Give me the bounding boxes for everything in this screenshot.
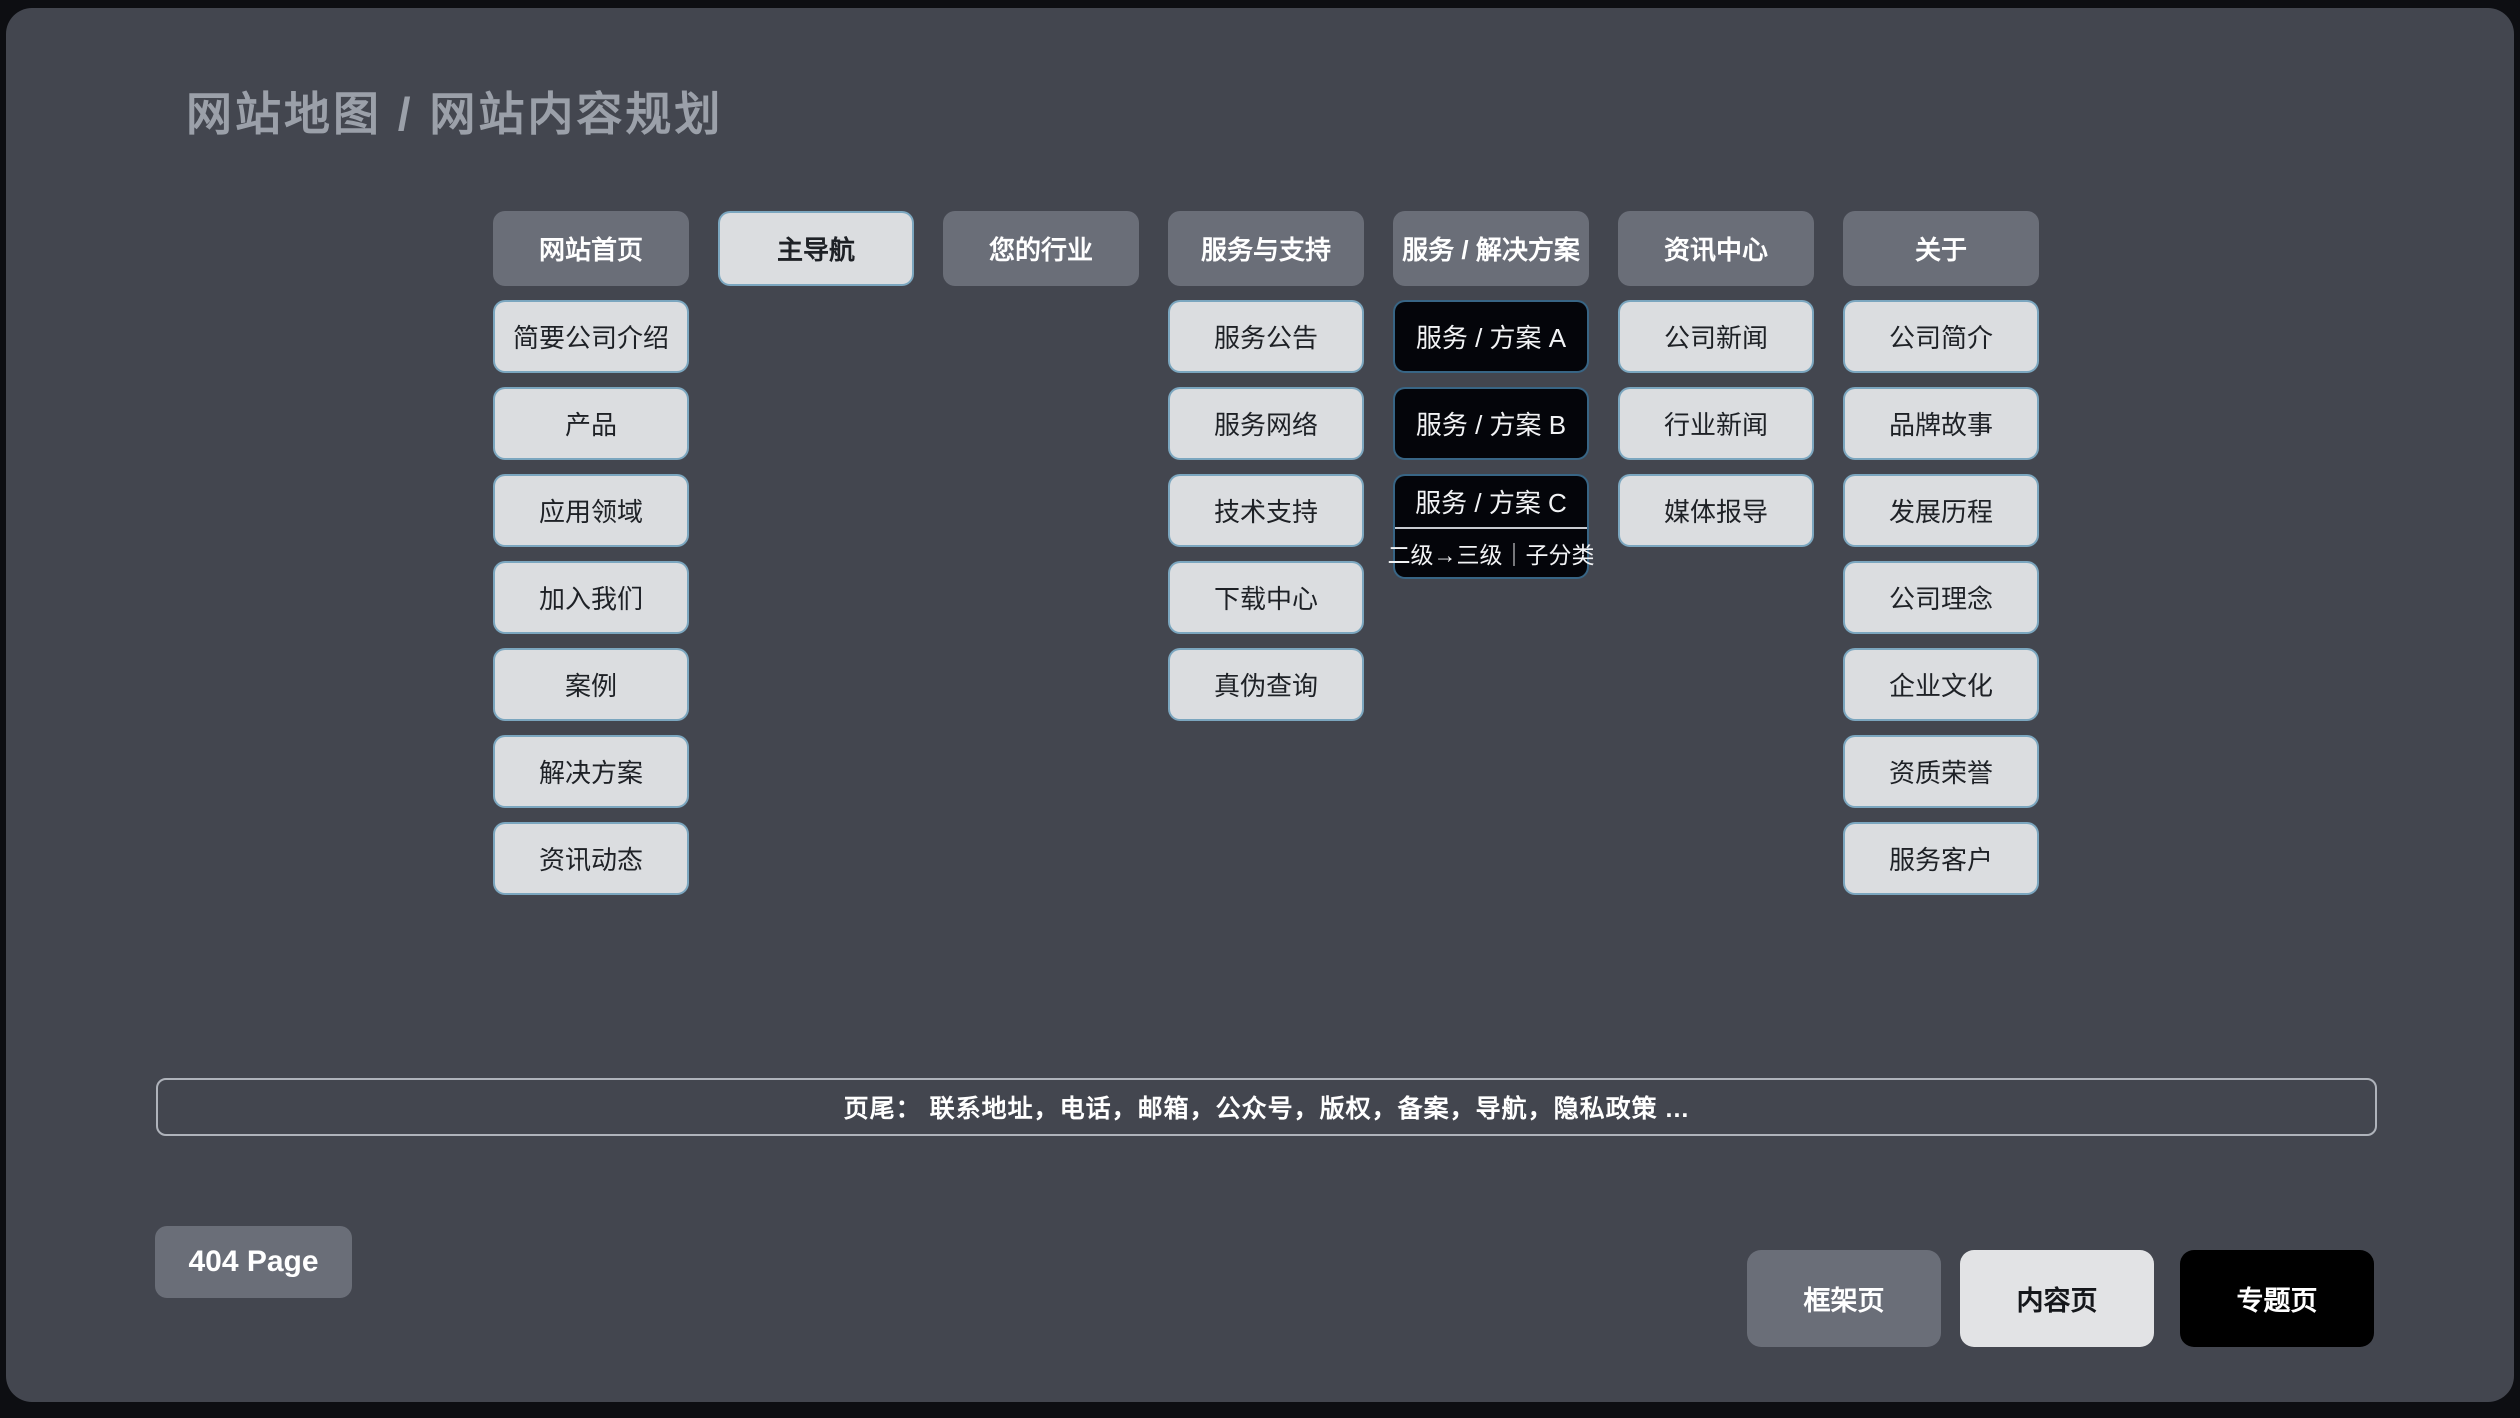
node-site-home[interactable]: 网站首页 xyxy=(493,211,689,286)
legend-content-page-button[interactable]: 内容页 xyxy=(1960,1250,2154,1347)
node-service-network[interactable]: 服务网络 xyxy=(1168,387,1364,460)
node-news-center[interactable]: 资讯中心 xyxy=(1618,211,1814,286)
node-solution-c-subcategory[interactable]: 二级→三级｜子分类 xyxy=(1387,542,1595,568)
node-brand-story[interactable]: 品牌故事 xyxy=(1843,387,2039,460)
node-company-news[interactable]: 公司新闻 xyxy=(1618,300,1814,373)
node-tech-support[interactable]: 技术支持 xyxy=(1168,474,1364,547)
column-site-home: 网站首页 简要公司介绍 产品 应用领域 加入我们 案例 解决方案 资讯动态 xyxy=(493,211,689,895)
node-solution-b[interactable]: 服务 / 方案 B xyxy=(1393,387,1589,460)
footer-node[interactable]: 页尾： 联系地址，电话，邮箱，公众号，版权，备案，导航，隐私政策 ... xyxy=(156,1078,2377,1136)
node-development-history[interactable]: 发展历程 xyxy=(1843,474,2039,547)
node-news-updates[interactable]: 资讯动态 xyxy=(493,822,689,895)
node-qualifications-honors[interactable]: 资质荣誉 xyxy=(1843,735,2039,808)
column-service-support: 服务与支持 服务公告 服务网络 技术支持 下载中心 真伪查询 xyxy=(1168,211,1364,721)
node-solutions[interactable]: 解决方案 xyxy=(493,735,689,808)
legend-topic-page-button[interactable]: 专题页 xyxy=(2180,1250,2374,1347)
column-main-nav: 主导航 xyxy=(718,211,914,286)
node-company-profile[interactable]: 公司简介 xyxy=(1843,300,2039,373)
node-company-philosophy[interactable]: 公司理念 xyxy=(1843,561,2039,634)
column-about: 关于 公司简介 品牌故事 发展历程 公司理念 企业文化 资质荣誉 服务客户 xyxy=(1843,211,2039,895)
node-your-industry[interactable]: 您的行业 xyxy=(943,211,1139,286)
node-about[interactable]: 关于 xyxy=(1843,211,2039,286)
node-products[interactable]: 产品 xyxy=(493,387,689,460)
node-service-customers[interactable]: 服务客户 xyxy=(1843,822,2039,895)
node-cases[interactable]: 案例 xyxy=(493,648,689,721)
node-join-us[interactable]: 加入我们 xyxy=(493,561,689,634)
node-solution-c[interactable]: 服务 / 方案 C 二级→三级｜子分类 xyxy=(1387,474,1595,579)
node-corporate-culture[interactable]: 企业文化 xyxy=(1843,648,2039,721)
column-news-center: 资讯中心 公司新闻 行业新闻 媒体报导 xyxy=(1618,211,1814,547)
column-your-industry: 您的行业 xyxy=(943,211,1139,286)
node-media-reports[interactable]: 媒体报导 xyxy=(1618,474,1814,547)
node-authenticity-check[interactable]: 真伪查询 xyxy=(1168,648,1364,721)
node-service-support[interactable]: 服务与支持 xyxy=(1168,211,1364,286)
sitemap-panel: 网站地图 / 网站内容规划 网站首页 简要公司介绍 产品 应用领域 加入我们 案… xyxy=(6,8,2514,1402)
node-main-nav[interactable]: 主导航 xyxy=(718,211,914,286)
node-divider xyxy=(1395,527,1587,529)
node-service-announcements[interactable]: 服务公告 xyxy=(1168,300,1364,373)
node-industry-news[interactable]: 行业新闻 xyxy=(1618,387,1814,460)
node-404-page[interactable]: 404 Page xyxy=(155,1226,352,1298)
node-download-center[interactable]: 下载中心 xyxy=(1168,561,1364,634)
node-application-areas[interactable]: 应用领域 xyxy=(493,474,689,547)
legend-frame-page-button[interactable]: 框架页 xyxy=(1747,1250,1941,1347)
page-title: 网站地图 / 网站内容规划 xyxy=(186,88,724,140)
column-service-solutions: 服务 / 解决方案 服务 / 方案 A 服务 / 方案 B 服务 / 方案 C … xyxy=(1387,211,1595,579)
node-brief-company-intro[interactable]: 简要公司介绍 xyxy=(493,300,689,373)
node-solution-c-label: 服务 / 方案 C xyxy=(1415,488,1567,518)
node-service-solutions[interactable]: 服务 / 解决方案 xyxy=(1393,211,1589,286)
node-solution-a[interactable]: 服务 / 方案 A xyxy=(1393,300,1589,373)
